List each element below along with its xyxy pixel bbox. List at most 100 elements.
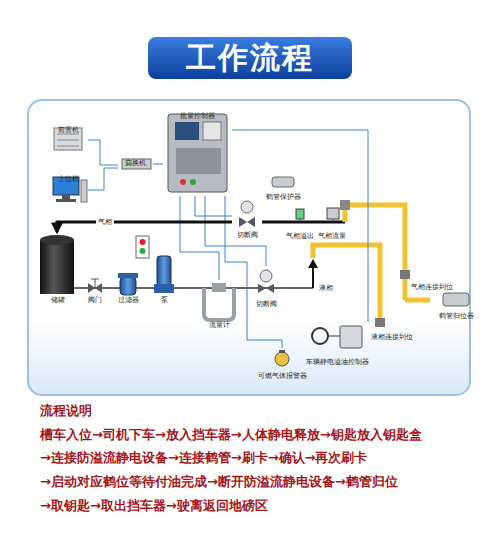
static-controller-icon [328,336,340,337]
liquid-pipe [312,266,314,288]
valve-actuator [241,201,253,213]
node-label: 储罐 [51,296,65,305]
gas-loading-arm [400,270,410,279]
pump-icon [154,256,174,293]
gas-loading-arm [405,298,430,303]
filter-icon [120,277,136,295]
signal-light [140,248,146,254]
liquid-loading-arm [375,318,385,327]
node-label: 阀门 [88,296,102,305]
gas-alarm-icon [279,350,285,353]
node-label: 泵 [161,296,168,305]
controller-panel [176,148,221,174]
static-controller-icon [312,326,362,348]
liquid-loading-arm [313,245,380,322]
controller-panel [203,122,221,140]
overflow-valve [296,209,304,219]
controller-box: 批量控制器 [163,103,232,196]
gas-flowmeter [333,219,334,222]
pipeline [143,287,150,289]
title-banner: 工作流程 [148,37,352,79]
gas-flowmeter [327,208,339,222]
host-computer [81,180,87,202]
label-holder: 前置机 [48,117,88,136]
signal-wire [180,196,219,280]
valve-icon [95,279,96,288]
static-controller-icon [312,328,328,344]
signal-wire [153,164,163,165]
section-heading: 流程说明 [40,403,92,419]
gas-alarm-icon [275,350,289,366]
label-holder: 阀门 [84,287,106,306]
part-label: 鹤管归位器 [439,312,474,321]
signal-wire [88,140,118,165]
device-label: 前置机 [48,117,88,156]
node-label: 上位机 [58,175,79,184]
arm-return-device [443,293,469,306]
liquid-pipe [308,259,318,268]
controller-label: 车辆静电溢油控制器 [300,322,375,368]
part-label: 气相流量 [318,232,346,241]
tank-icon [40,235,74,245]
pipeline [106,287,113,289]
label-holder: 批量控制器 [163,103,232,122]
flowmeter-icon [204,283,234,320]
tank-icon [40,240,74,294]
label-holder: 可燃气体报警器 [256,363,309,382]
flow-step-text: →连接防溢流静电设备→连接鹤管→刷卡→确认→再次刷卡 [40,450,367,466]
flow-label: 液相 [319,284,333,293]
liquid-pipe [74,259,318,288]
controller-panel [168,114,227,192]
pump-icon [157,256,171,286]
panel [28,100,470,395]
title-text: 工作流程 [186,38,314,79]
node-label: 交换机 [125,159,146,168]
node-label: 流量计 [209,321,230,330]
edge-label: 气相 [96,218,114,227]
node-label: 前置机 [58,126,79,135]
part-label: 气相溢出 [286,232,314,241]
arm-protector [272,177,294,187]
gas-alarm-icon [275,352,289,366]
gas-flowmeter [327,208,339,219]
flowmeter-icon [204,288,234,320]
switch-icon [122,159,151,169]
pipeline [80,287,84,289]
tank-label: 储罐 [35,232,80,306]
label-holder: 车辆静电溢油控制器 [300,349,375,368]
controller-panel [175,122,199,140]
tank-icon [40,235,74,294]
signal-light [136,236,149,258]
flow-step-text: →启动对应鹤位等待付油完成→断开防溢流静电设备→鹤管归位 [40,474,398,490]
filter-label: 过滤器 [113,266,143,306]
part-label: 液相连接到位 [371,333,413,342]
gas-loading-arm [340,200,350,210]
filter-icon [118,273,138,295]
valve-actuator [239,217,255,227]
label-holder: 泵 [150,287,178,306]
meter-label: 流量计 [198,280,240,331]
pump-icon [154,284,174,293]
node-label: 切断阀 [256,300,277,309]
valve-actuator [258,284,274,293]
gas-loading-arm [345,205,405,300]
signal-wire [195,196,232,216]
pipeline [178,287,198,289]
pump-label: 泵 [150,252,178,306]
valve-icon [91,279,99,280]
valve-label: 切断阀 [252,266,280,310]
flowmeter-icon [212,283,226,292]
host-computer [56,199,76,202]
arm-return-device [443,293,469,306]
valve-icon [88,279,102,293]
flow-step-text: 槽车入位→司机下车→放入挡车器→人体静电释放→钥匙放入钥匙盒 [40,427,422,443]
signal-light [140,239,146,245]
host-computer [62,195,70,199]
signal-wire [225,196,282,348]
filter-icon [118,273,138,278]
controller-panel [168,114,227,192]
switch-icon [122,159,151,169]
overflow-valve [300,219,301,222]
liquid-pipe [74,287,313,289]
device-label: 交换机 [118,150,153,172]
